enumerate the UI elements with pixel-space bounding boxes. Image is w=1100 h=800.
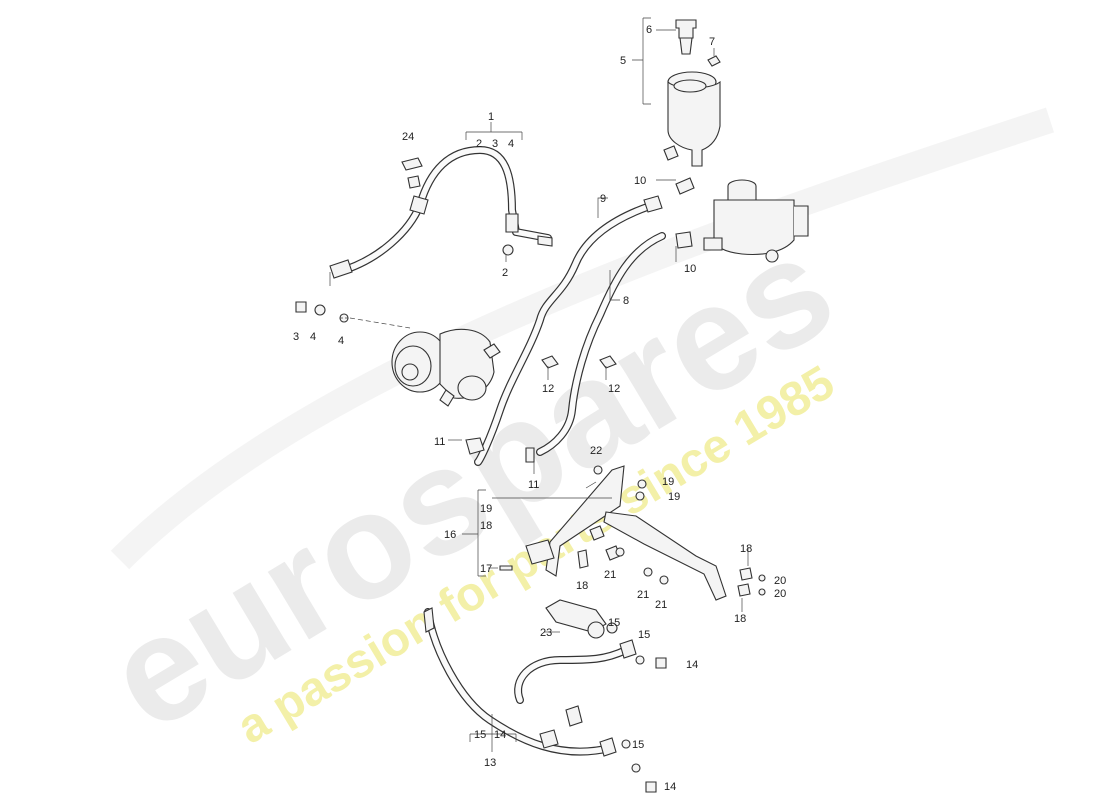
watermark: eurospares a passion for parts since 198… <box>80 107 1055 762</box>
callout-1: 1 <box>488 111 494 123</box>
callout-16-sub-a: 19 <box>480 503 492 515</box>
callout-18a: 18 <box>576 580 588 592</box>
callout-15b: 15 <box>638 629 650 641</box>
lower-hoses <box>423 607 667 793</box>
callout-10a: 10 <box>634 175 646 187</box>
callout-1-sub-b: 3 <box>492 138 498 150</box>
reservoir-cap <box>675 19 697 39</box>
callout-4b: 4 <box>338 335 344 347</box>
callout-7: 7 <box>709 36 715 48</box>
callout-22: 22 <box>590 445 602 457</box>
callout-10b: 10 <box>684 263 696 275</box>
callout-19b: 19 <box>668 491 680 503</box>
callout-13-sub-a: 15 <box>474 729 486 741</box>
callout-1-sub-c: 4 <box>508 138 514 150</box>
callout-19a: 19 <box>662 476 674 488</box>
callout-16: 16 <box>444 529 456 541</box>
callout-5: 5 <box>620 55 626 67</box>
callout-14b: 14 <box>664 781 676 793</box>
power-steering-pump <box>391 328 501 407</box>
leader-lines <box>340 17 749 752</box>
secondary-reservoir <box>703 179 809 263</box>
callout-15a: 15 <box>608 617 620 629</box>
callout-12a: 12 <box>542 383 554 395</box>
callout-16-sub-b: 18 <box>480 520 492 532</box>
callout-23: 23 <box>540 627 552 639</box>
callout-1-sub-a: 2 <box>476 138 482 150</box>
callout-21a: 21 <box>604 569 616 581</box>
callout-2: 2 <box>502 267 508 279</box>
callout-13: 13 <box>484 757 496 769</box>
callout-15c: 15 <box>632 739 644 751</box>
callout-21b: 21 <box>637 589 649 601</box>
callout-11a: 11 <box>434 436 445 448</box>
callout-20b: 20 <box>774 588 786 600</box>
callout-4a: 4 <box>310 331 316 343</box>
callout-17: 17 <box>480 563 492 575</box>
callout-9: 9 <box>600 193 606 205</box>
return-hoses <box>465 177 695 466</box>
callout-21c: 21 <box>655 599 667 611</box>
bleed-screw <box>707 55 721 67</box>
callout-11b: 11 <box>528 479 539 491</box>
callout-labels: 1 2 3 4 2 3 4 4 5 6 7 8 9 10 10 11 11 12… <box>293 24 786 793</box>
callout-24: 24 <box>402 131 414 143</box>
callout-12b: 12 <box>608 383 620 395</box>
callout-3: 3 <box>293 331 299 343</box>
callout-18c: 18 <box>734 613 746 625</box>
reservoir-assembly <box>663 19 721 167</box>
mounting-bracket <box>499 465 766 601</box>
callout-20a: 20 <box>774 575 786 587</box>
cooler <box>545 599 607 639</box>
callout-6: 6 <box>646 24 652 36</box>
clamp <box>401 157 423 189</box>
callout-18b: 18 <box>740 543 752 555</box>
callout-8: 8 <box>623 295 629 307</box>
pressure-hose-upper <box>295 146 553 323</box>
callout-14a: 14 <box>686 659 698 671</box>
callout-13-sub-b: 14 <box>494 729 506 741</box>
